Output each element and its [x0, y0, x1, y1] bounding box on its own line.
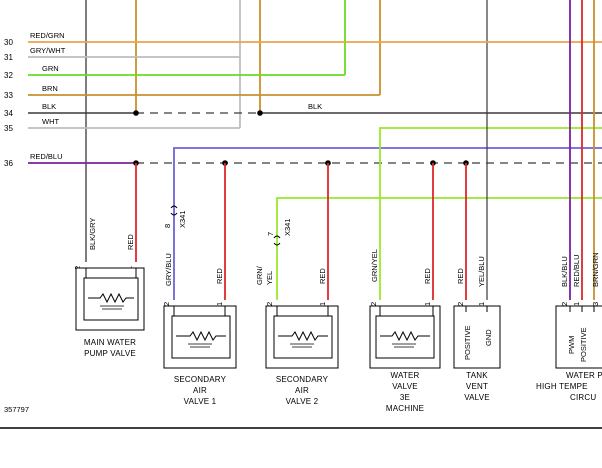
- wire-label-gry-wht: GRY/WHT: [30, 46, 66, 55]
- branch-label-red-2: RED: [215, 268, 224, 284]
- wire-label-blk-mid: BLK: [308, 102, 322, 111]
- branch-label-red-5: RED: [456, 268, 465, 284]
- wire-label-blk: BLK: [42, 102, 56, 111]
- wire-label-red-grn: RED/GRN: [30, 31, 65, 40]
- wire-label-red-blu: RED/BLU: [30, 152, 63, 161]
- pin-label: 2: [162, 302, 171, 306]
- caption-sav1-3: VALVE 1: [184, 397, 217, 406]
- pin-label: 1: [477, 302, 486, 306]
- pin-label: 1: [423, 302, 432, 306]
- connector-x341-a: [170, 205, 178, 216]
- branch-label-grn-yel: GRN/YEL: [370, 249, 379, 282]
- wire-grn-yel-b: [276, 197, 602, 300]
- pin-label: 1: [318, 302, 327, 306]
- main-water-pump-valve: [75, 267, 145, 331]
- wp-terminal-pwm: PWM: [567, 336, 576, 354]
- caption-wv3e-1: WATER: [391, 371, 420, 380]
- caption-wv3e-4: MACHINE: [386, 404, 424, 413]
- branch-label-blk-gry: BLK/GRY: [88, 218, 97, 250]
- branch-label-yel-bot: YEL: [265, 271, 274, 285]
- x341-a-pin: 8: [163, 224, 172, 228]
- wire-label-wht: WHT: [42, 117, 59, 126]
- branch-label-red-1: RED: [126, 234, 135, 250]
- row-number-32: 32: [4, 71, 13, 80]
- branch-label-grn-top: GRN/: [255, 265, 264, 285]
- row-number-31: 31: [4, 53, 13, 62]
- pin-label: 1: [572, 302, 581, 306]
- x341-a-label: X341: [178, 210, 187, 228]
- caption-sav1-2: AIR: [193, 386, 207, 395]
- branch-label-red-4: RED: [423, 268, 432, 284]
- tank-terminal-gnd: GND: [484, 329, 493, 346]
- wire-label-grn: GRN: [42, 64, 59, 73]
- pin-label: 2: [560, 302, 569, 306]
- water-pump-high-temp: [555, 305, 602, 369]
- branch-label-brn-grn: BRN/GRN: [591, 252, 600, 287]
- branch-label-blk-blu: BLK/BLU: [560, 256, 569, 287]
- caption-main-water-pump-1: MAIN WATER: [84, 338, 136, 347]
- caption-sav2-1: SECONDARY: [276, 375, 329, 384]
- wp-terminal-positive: POSITIVE: [579, 327, 588, 362]
- caption-wp-2: HIGH TEMPE: [536, 382, 588, 391]
- row-number-30: 30: [4, 38, 13, 47]
- secondary-air-valve-1: [163, 305, 237, 369]
- pin-label: 2: [265, 302, 274, 306]
- caption-sav2-3: VALVE 2: [286, 397, 319, 406]
- caption-tvv-1: TANK: [466, 371, 488, 380]
- x341-b-pin: 7: [266, 232, 275, 236]
- caption-wp-1: WATER P: [566, 371, 602, 380]
- branch-label-yel-blu: YEL/BLU: [477, 256, 486, 287]
- pin-label: 2: [456, 302, 465, 306]
- branch-label-red-blu: RED/BLU: [572, 254, 581, 287]
- pin-label: 2: [369, 302, 378, 306]
- branch-label-red-3: RED: [318, 268, 327, 284]
- pin-label: 1: [215, 302, 224, 306]
- caption-sav1-1: SECONDARY: [174, 375, 227, 384]
- caption-tvv-3: VALVE: [464, 393, 490, 402]
- caption-wv3e-3: 3E: [400, 393, 410, 402]
- caption-tvv-2: VENT: [466, 382, 488, 391]
- row-number-34: 34: [4, 109, 13, 118]
- wire-gry-blu-b: [173, 147, 602, 300]
- wire-grn-yel-b2: [379, 127, 602, 300]
- x341-b-label: X341: [283, 218, 292, 236]
- splice-blk-1: [133, 110, 139, 116]
- figure-id: 357797: [4, 405, 29, 414]
- row-number-36: 36: [4, 159, 13, 168]
- caption-wp-3: CIRCU: [570, 393, 596, 402]
- caption-sav2-2: AIR: [295, 386, 309, 395]
- water-valve-3e: [369, 305, 441, 369]
- branch-label-gry-blu: GRY/BLU: [164, 253, 173, 286]
- tank-terminal-positive: POSITIVE: [463, 325, 472, 360]
- connector-x341-b: [273, 235, 281, 246]
- pin-label: 3: [591, 302, 600, 306]
- wire-label-brn: BRN: [42, 84, 58, 93]
- secondary-air-valve-2: [265, 305, 339, 369]
- caption-main-water-pump-2: PUMP VALVE: [84, 349, 136, 358]
- splice-blk-2: [257, 110, 263, 116]
- tank-vent-valve: [453, 305, 501, 369]
- caption-wv3e-2: VALVE: [392, 382, 418, 391]
- row-number-35: 35: [4, 124, 13, 133]
- row-number-33: 33: [4, 91, 13, 100]
